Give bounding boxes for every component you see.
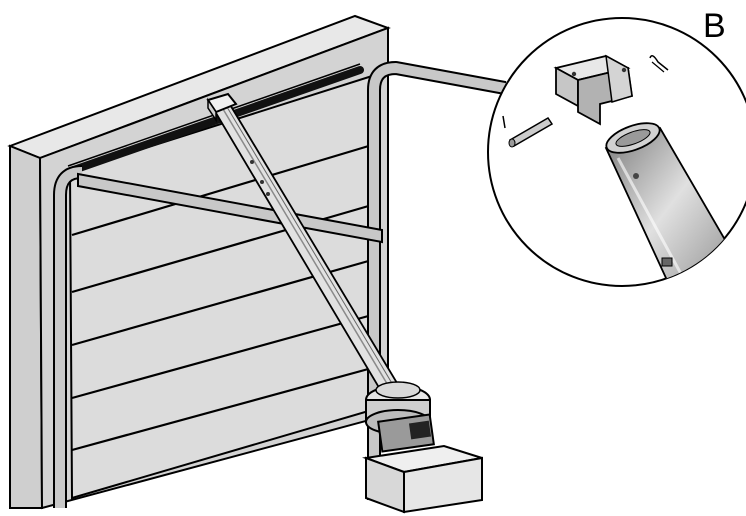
support-box xyxy=(362,444,483,514)
step-label: B xyxy=(703,7,726,45)
motor-unit xyxy=(365,381,435,453)
detail-pin xyxy=(502,115,554,148)
right-guide-rail xyxy=(367,61,507,500)
top-seal-strip xyxy=(64,66,364,176)
detail-u-bracket xyxy=(553,54,634,126)
detail-callout xyxy=(487,17,746,287)
left-guide-rail xyxy=(53,165,83,508)
wall-left-pillar xyxy=(9,144,44,509)
detail-cotter-pin xyxy=(649,55,669,73)
